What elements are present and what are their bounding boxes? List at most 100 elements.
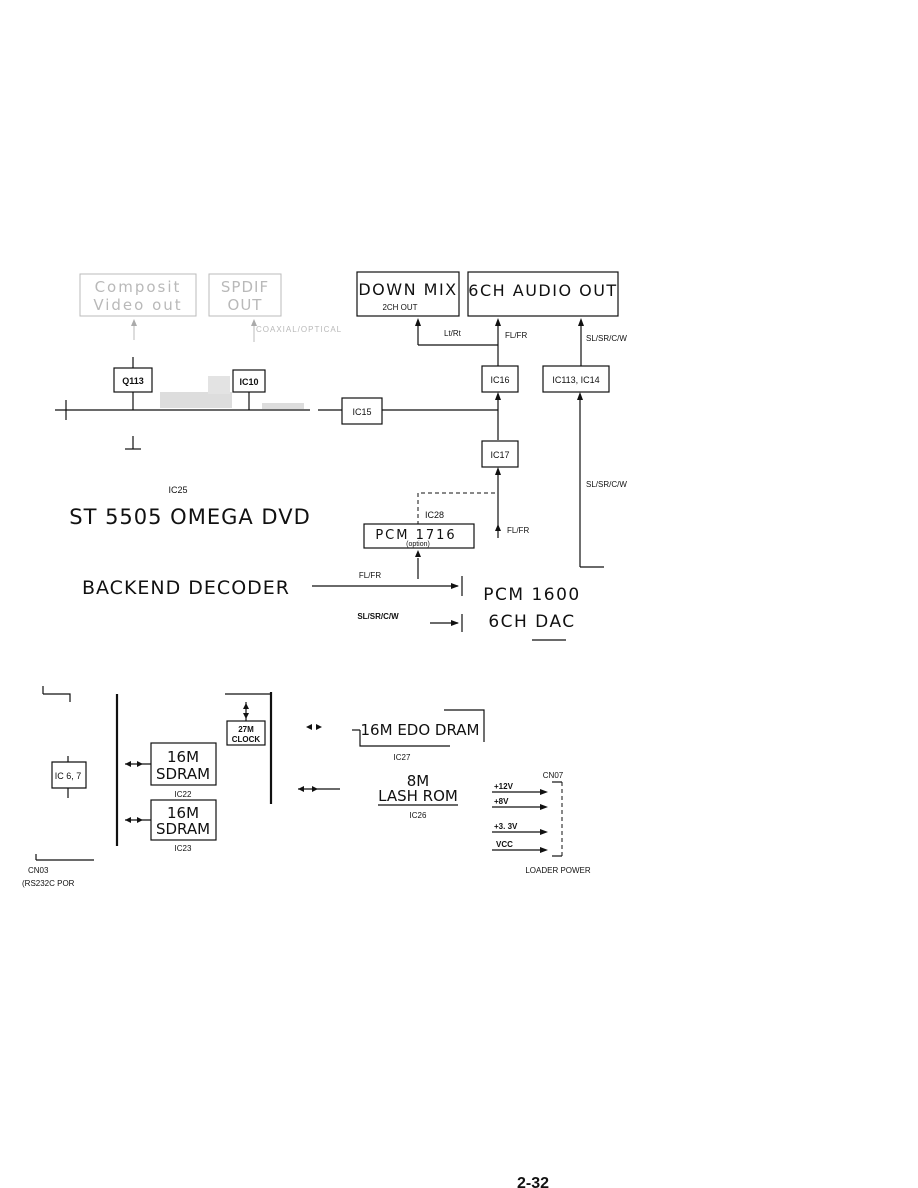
clock-label-2: CLOCK bbox=[232, 735, 261, 744]
composite-video-box bbox=[79, 273, 197, 317]
v8-arrow bbox=[540, 804, 548, 810]
six-ch-dac-label: 6CH DAC bbox=[488, 612, 575, 632]
ic16-box bbox=[481, 365, 519, 393]
composite-arrow-head bbox=[131, 319, 137, 326]
down-mix-box bbox=[356, 271, 460, 317]
coaxial-optical-label: COAXIAL/OPTICAL bbox=[256, 325, 342, 334]
spdif-label-1: SPDIF bbox=[221, 278, 269, 296]
slsr-arrow-top bbox=[578, 318, 584, 326]
sdram2-ic-label: IC23 bbox=[175, 844, 192, 853]
decoder-fl-fr-label: FL/FR bbox=[359, 571, 381, 580]
flash-label-1: 8M bbox=[407, 772, 430, 790]
ic113-14-box bbox=[542, 365, 610, 393]
clock-label-1: 27M bbox=[238, 725, 254, 734]
edo-arrow-right bbox=[316, 724, 322, 730]
v33-label: +3. 3V bbox=[494, 822, 518, 831]
ic15-box bbox=[341, 397, 383, 425]
video-output-section: Composit Video out SPDIF OUT COAXIAL/OPT… bbox=[55, 273, 342, 450]
clock-arrow-down bbox=[243, 713, 249, 719]
flfr-arrow-top bbox=[495, 318, 501, 326]
memory-section: IC 6, 7 CN03 (RS232C POR 27M CLOCK 16M S… bbox=[22, 686, 485, 888]
ic28-label: IC28 bbox=[425, 510, 444, 520]
pcm1716-box bbox=[363, 523, 475, 549]
flash-ic-label: IC26 bbox=[410, 811, 427, 820]
sl-sr-cw-label: SL/SR/C/W bbox=[586, 334, 627, 343]
ltrt-arrow bbox=[415, 318, 421, 326]
edo-bracket-top bbox=[444, 709, 485, 742]
spdif-arrow-head bbox=[251, 319, 257, 326]
sdram1-label-1: 16M bbox=[167, 748, 199, 766]
ic10-label: IC10 bbox=[239, 377, 258, 387]
sdram1-arrow-right bbox=[137, 761, 143, 767]
ic25-label: IC25 bbox=[168, 485, 187, 495]
top-left-bracket bbox=[43, 693, 71, 702]
sdram2-label-1: 16M bbox=[167, 804, 199, 822]
ic17-label: IC17 bbox=[490, 450, 509, 460]
power-section: CN07 +12V +8V +3. 3V VCC LOADER POWER bbox=[492, 771, 591, 875]
decoder-flfr-arrow bbox=[451, 583, 459, 589]
cn03-label: CN03 bbox=[28, 866, 49, 875]
sdram2-arrow-right bbox=[137, 817, 143, 823]
q113-box bbox=[113, 367, 153, 393]
ic17-arrow bbox=[495, 467, 501, 475]
spdif-box bbox=[208, 273, 282, 317]
decoder-name-line-1: ST 5505 OMEGA DVD bbox=[69, 505, 311, 529]
sdram2-label-2: SDRAM bbox=[156, 820, 210, 838]
sdram2-arrow-left bbox=[125, 817, 131, 823]
edo-arrow-left bbox=[306, 724, 312, 730]
fl-fr-label-2: FL/FR bbox=[507, 526, 529, 535]
ic16-label: IC16 bbox=[490, 375, 509, 385]
sdram1-label-2: SDRAM bbox=[156, 765, 210, 783]
pcm1600-label: PCM 1600 bbox=[483, 585, 580, 605]
six-ch-audio-out-box bbox=[467, 271, 619, 317]
lt-rt-label: Lt/Rt bbox=[444, 329, 462, 338]
six-ch-audio-out-label: 6CH AUDIO OUT bbox=[468, 281, 617, 300]
composite-label-2: Video out bbox=[93, 296, 182, 314]
flash-arrow-right bbox=[312, 786, 318, 792]
clock-box bbox=[226, 720, 266, 746]
v8-label: +8V bbox=[494, 797, 509, 806]
ic17-box bbox=[481, 440, 519, 468]
down-mix-sub-label: 2CH OUT bbox=[382, 303, 417, 312]
ic113-14-label: IC113, IC14 bbox=[552, 375, 599, 385]
decoder-name-line-2: BACKEND DECODER bbox=[82, 577, 290, 599]
noise-pattern-1 bbox=[160, 392, 232, 408]
down-mix-label: DOWN MIX bbox=[358, 280, 457, 299]
pcm1716-label: PCM 1716 bbox=[375, 528, 456, 543]
edo-label: 16M EDO DRAM bbox=[361, 721, 480, 739]
sdram1-box bbox=[150, 742, 217, 786]
pcm1716-arrow bbox=[415, 550, 421, 557]
decoder-sl-sr-cw-label: SL/SR/C/W bbox=[357, 612, 399, 621]
flfr-2-arrow bbox=[495, 524, 501, 531]
page-number: 2-32 bbox=[517, 1175, 549, 1188]
edo-bracket-bottom bbox=[359, 730, 450, 747]
ic113-arrow bbox=[577, 392, 583, 400]
flash-arrow-left bbox=[298, 786, 304, 792]
ic67-label: IC 6, 7 bbox=[55, 771, 82, 781]
sl-sr-cw-label-2: SL/SR/C/W bbox=[586, 480, 627, 489]
noise-pattern-3 bbox=[262, 403, 304, 409]
ic28-dashed-outline bbox=[417, 492, 498, 525]
cn07-label: CN07 bbox=[543, 771, 564, 780]
audio-section: DOWN MIX 2CH OUT 6CH AUDIO OUT Lt/Rt FL/… bbox=[318, 271, 627, 579]
ic67-box bbox=[51, 761, 87, 789]
noise-pattern-2 bbox=[208, 376, 230, 394]
flash-label-2: LASH ROM bbox=[378, 787, 458, 805]
option-label: (option) bbox=[406, 541, 430, 548]
fl-fr-label: FL/FR bbox=[505, 331, 527, 340]
composite-label-1: Composit bbox=[95, 278, 182, 296]
ic16-arrow bbox=[495, 392, 501, 400]
vcc-label: VCC bbox=[496, 840, 513, 849]
v33-arrow bbox=[540, 829, 548, 835]
spdif-label-2: OUT bbox=[228, 296, 263, 314]
sdram1-arrow-left bbox=[125, 761, 131, 767]
q113-label: Q113 bbox=[122, 376, 144, 386]
v12-arrow bbox=[540, 789, 548, 795]
vcc-arrow bbox=[540, 847, 548, 853]
ic15-label: IC15 bbox=[352, 407, 371, 417]
decoder-slsr-arrow bbox=[451, 620, 459, 626]
loader-power-label: LOADER POWER bbox=[525, 866, 591, 875]
v12-label: +12V bbox=[494, 782, 514, 791]
sdram1-ic-label: IC22 bbox=[175, 790, 192, 799]
